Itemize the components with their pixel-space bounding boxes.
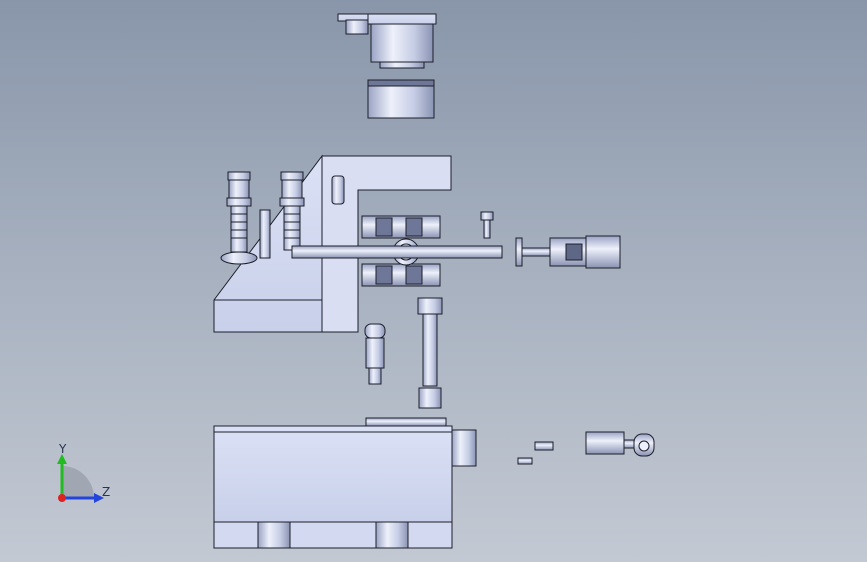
set-screw[interactable]	[517, 457, 533, 465]
base-block[interactable]	[213, 417, 477, 549]
cap-screw[interactable]	[480, 211, 494, 239]
ejector-pin-right[interactable]	[417, 297, 443, 409]
axis-triad-graphic	[57, 454, 104, 503]
guide-bushing[interactable]	[367, 79, 435, 119]
push-cylinder[interactable]	[585, 431, 655, 457]
horizontal-rod[interactable]	[291, 245, 503, 259]
dowel-pin[interactable]	[331, 175, 345, 205]
top-punch-head[interactable]	[337, 13, 437, 69]
y-axis-label: Y	[59, 442, 67, 456]
locating-pin[interactable]	[259, 209, 271, 259]
pneumatic-cylinder[interactable]	[515, 235, 621, 269]
ejector-pin-left[interactable]	[364, 323, 386, 385]
small-pin[interactable]	[534, 441, 554, 451]
leveling-bolt-left[interactable]	[220, 171, 258, 265]
axis-triad: Y Z	[40, 438, 130, 518]
leveling-bolt-right[interactable]	[279, 171, 305, 251]
z-axis-label: Z	[102, 485, 111, 499]
